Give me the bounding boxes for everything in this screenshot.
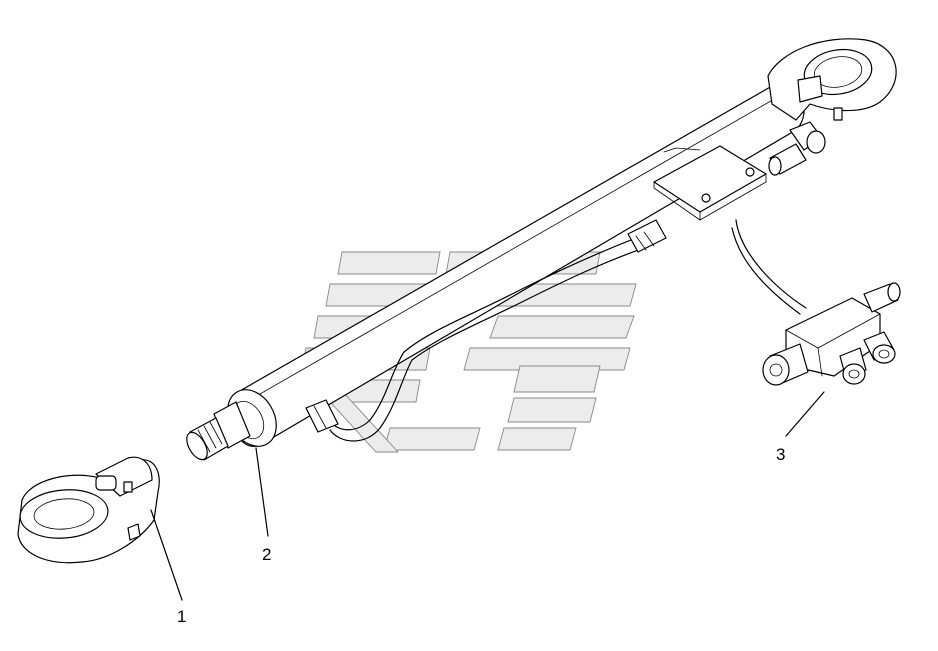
hose-fitting-top	[768, 143, 807, 176]
leader-line-2	[255, 447, 269, 537]
hydraulic-cylinder	[186, 84, 805, 461]
rod-eye	[17, 456, 160, 564]
callout-3: 3	[776, 445, 785, 464]
cylinder-front-eye	[767, 38, 897, 154]
callout-1: 1	[177, 607, 186, 626]
hydraulic-tube	[305, 219, 667, 442]
leader-line-3	[785, 391, 825, 437]
assembly-arrow-second	[731, 227, 801, 315]
valve-block	[762, 282, 901, 386]
leader-line-1	[150, 509, 183, 601]
assembly-arrow	[735, 219, 807, 309]
mounting-plate	[653, 145, 767, 221]
callout-2: 2	[262, 545, 271, 564]
